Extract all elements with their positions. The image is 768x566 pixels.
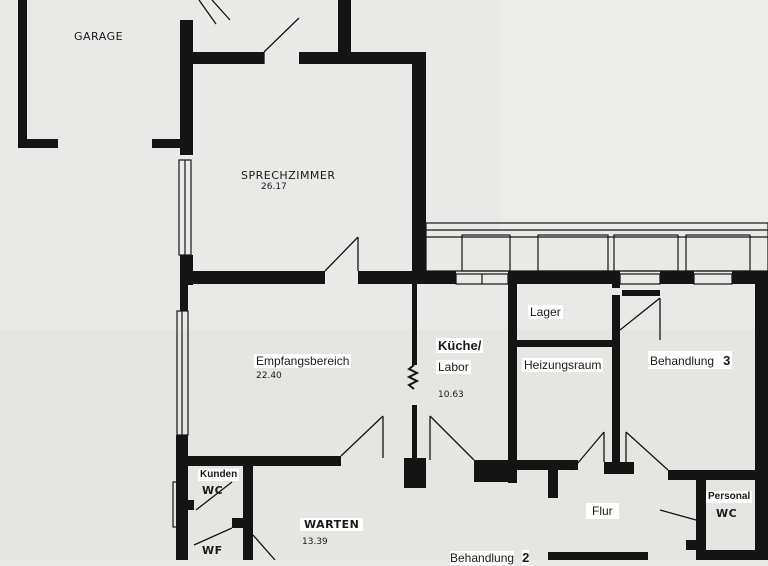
- warten-area: 13.39: [302, 537, 328, 547]
- wall: [755, 283, 768, 560]
- garage-wall: [18, 139, 58, 148]
- wall: [180, 52, 264, 64]
- sprechzimmer-label: SPRECHZIMMER: [241, 169, 336, 182]
- wall: [412, 283, 417, 365]
- garage-wall: [152, 139, 188, 148]
- sprechzimmer-area: 26.17: [261, 182, 287, 192]
- wf-label: WF: [202, 544, 223, 557]
- empfangsbereich-label: Empfangsbereich: [254, 354, 352, 368]
- behandlung-2-label: Behandlung 2: [450, 549, 530, 565]
- wall: [732, 271, 768, 284]
- wall: [508, 283, 517, 483]
- wall: [508, 271, 620, 284]
- behandlung-3-name: Behandlung: [650, 354, 715, 368]
- personal-wc-sub: WC: [716, 507, 738, 520]
- lager-label: Lager: [528, 305, 563, 319]
- wall: [243, 456, 253, 560]
- warten-label: WARTEN: [300, 518, 364, 531]
- wall: [706, 550, 768, 560]
- wall: [338, 0, 351, 64]
- garage-label: GARAGE: [74, 30, 124, 43]
- behandlung-2-number: 2: [522, 550, 530, 565]
- wall: [232, 518, 253, 528]
- wall: [426, 271, 456, 284]
- empfangsbereich-area: 22.40: [256, 371, 282, 381]
- kunden-wc-sub: WC: [202, 484, 224, 497]
- wall: [176, 435, 188, 560]
- wall: [660, 271, 694, 284]
- wall: [412, 405, 417, 465]
- wall: [604, 462, 634, 474]
- wall: [668, 470, 768, 480]
- wall: [508, 460, 578, 470]
- wall: [180, 271, 325, 284]
- wall: [358, 271, 426, 284]
- wall: [612, 295, 620, 473]
- kunden-wc-label: Kunden: [198, 469, 240, 481]
- labor-label: Labor: [436, 360, 471, 374]
- wall: [508, 340, 618, 347]
- wall: [180, 271, 188, 311]
- wall: [176, 500, 194, 510]
- behandlung-3-label: Behandlung 3: [648, 351, 733, 369]
- wall: [404, 458, 426, 488]
- wall: [474, 460, 512, 482]
- wall: [612, 283, 620, 288]
- wall: [412, 52, 426, 278]
- heizungsraum-label: Heizungsraum: [522, 358, 604, 372]
- wall: [686, 540, 706, 550]
- wall: [622, 290, 660, 296]
- wall: [696, 470, 706, 560]
- flur-label: Flur: [586, 503, 619, 519]
- wall: [299, 52, 426, 64]
- wall: [176, 456, 341, 466]
- behandlung-3-number: 3: [723, 353, 731, 368]
- wall: [548, 552, 648, 560]
- garage-wall: [18, 0, 27, 148]
- wall: [180, 20, 193, 155]
- wall: [548, 470, 558, 498]
- kueche-label: Küche/: [436, 338, 484, 353]
- behandlung-2-name: Behandlung: [450, 551, 515, 565]
- kueche-area: 10.63: [438, 390, 464, 400]
- personal-wc-label: Personal: [706, 491, 753, 503]
